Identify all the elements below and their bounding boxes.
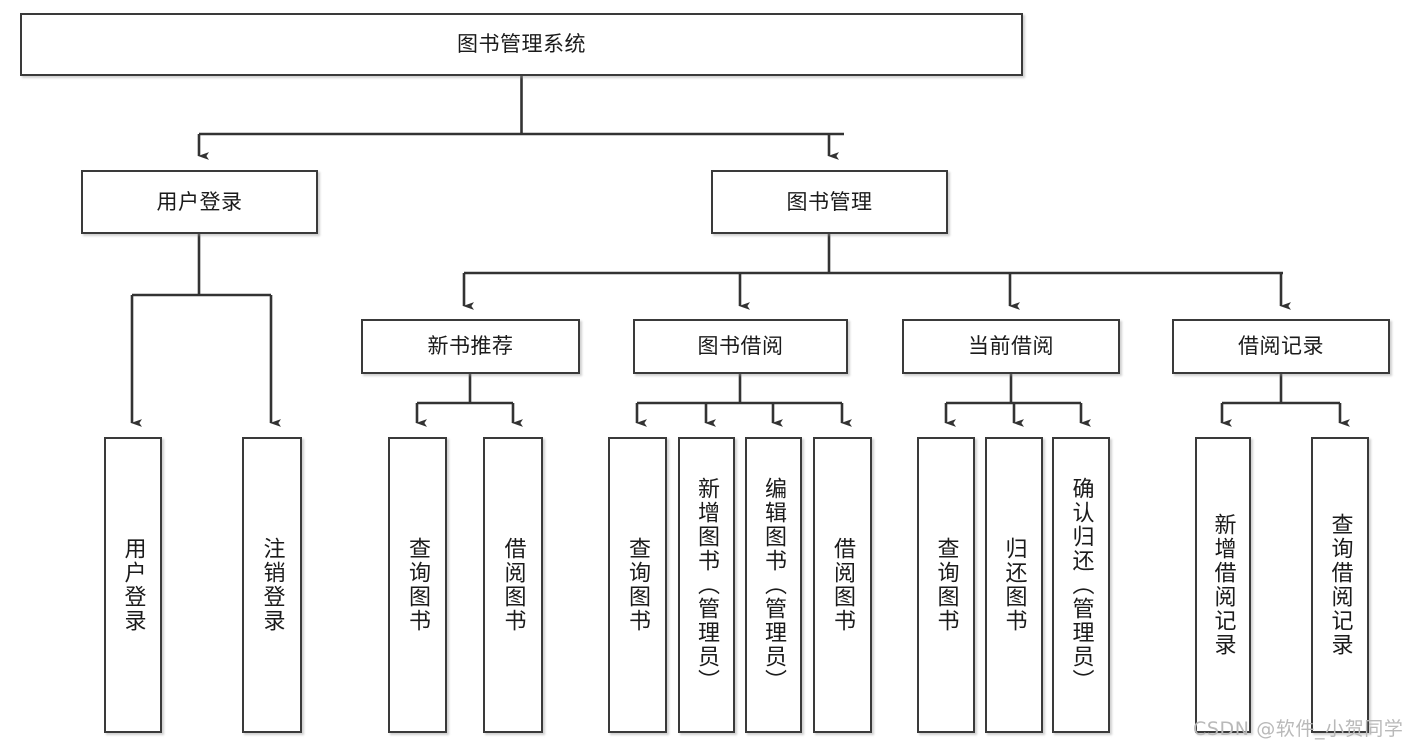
node-leaf-logout[interactable]: 注销登录	[242, 437, 302, 733]
node-leaf-query-book-1-label: 查询图书	[405, 537, 431, 633]
node-leaf-borrow-book-1[interactable]: 借阅图书	[483, 437, 543, 733]
node-book-manage-label: 图书管理	[786, 189, 873, 214]
node-leaf-add-record[interactable]: 新增借阅记录	[1195, 437, 1251, 733]
node-leaf-query-book-3[interactable]: 查询图书	[917, 437, 975, 733]
node-leaf-confirm-return[interactable]: 确认归还（管理员）	[1052, 437, 1110, 733]
node-leaf-user-login-label: 用户登录	[120, 537, 146, 633]
node-leaf-borrow-book-2[interactable]: 借阅图书	[813, 437, 872, 733]
node-leaf-return-book[interactable]: 归还图书	[985, 437, 1043, 733]
node-root-label: 图书管理系统	[457, 32, 586, 57]
node-root[interactable]: 图书管理系统	[20, 13, 1023, 76]
node-leaf-add-record-label: 新增借阅记录	[1210, 513, 1236, 657]
node-book-borrow-label: 图书借阅	[697, 334, 784, 359]
node-leaf-query-book-2[interactable]: 查询图书	[608, 437, 667, 733]
node-borrow-record[interactable]: 借阅记录	[1172, 319, 1390, 374]
node-leaf-query-book-2-label: 查询图书	[625, 537, 651, 633]
node-leaf-return-book-label: 归还图书	[1001, 537, 1027, 633]
node-user-login[interactable]: 用户登录	[81, 170, 318, 234]
node-leaf-edit-book[interactable]: 编辑图书（管理员）	[745, 437, 802, 733]
node-current-borrow[interactable]: 当前借阅	[902, 319, 1120, 374]
node-leaf-borrow-book-1-label: 借阅图书	[500, 537, 526, 633]
node-leaf-borrow-book-2-label: 借阅图书	[830, 537, 856, 633]
node-leaf-add-book[interactable]: 新增图书（管理员）	[678, 437, 735, 733]
node-new-book-rec[interactable]: 新书推荐	[361, 319, 580, 374]
node-leaf-edit-book-label: 编辑图书（管理员）	[761, 477, 787, 693]
node-book-borrow[interactable]: 图书借阅	[633, 319, 848, 374]
node-book-manage[interactable]: 图书管理	[711, 170, 948, 234]
node-leaf-user-login[interactable]: 用户登录	[104, 437, 162, 733]
node-leaf-logout-label: 注销登录	[259, 537, 285, 633]
node-leaf-query-record-label: 查询借阅记录	[1327, 513, 1353, 657]
node-leaf-query-record[interactable]: 查询借阅记录	[1311, 437, 1369, 733]
node-leaf-add-book-label: 新增图书（管理员）	[694, 477, 720, 693]
node-borrow-record-label: 借阅记录	[1238, 334, 1324, 359]
node-current-borrow-label: 当前借阅	[968, 334, 1054, 359]
node-leaf-query-book-1[interactable]: 查询图书	[388, 437, 447, 733]
node-new-book-rec-label: 新书推荐	[427, 334, 514, 359]
node-leaf-query-book-3-label: 查询图书	[933, 537, 959, 633]
node-user-login-label: 用户登录	[156, 189, 243, 214]
node-leaf-confirm-return-label: 确认归还（管理员）	[1068, 477, 1094, 693]
